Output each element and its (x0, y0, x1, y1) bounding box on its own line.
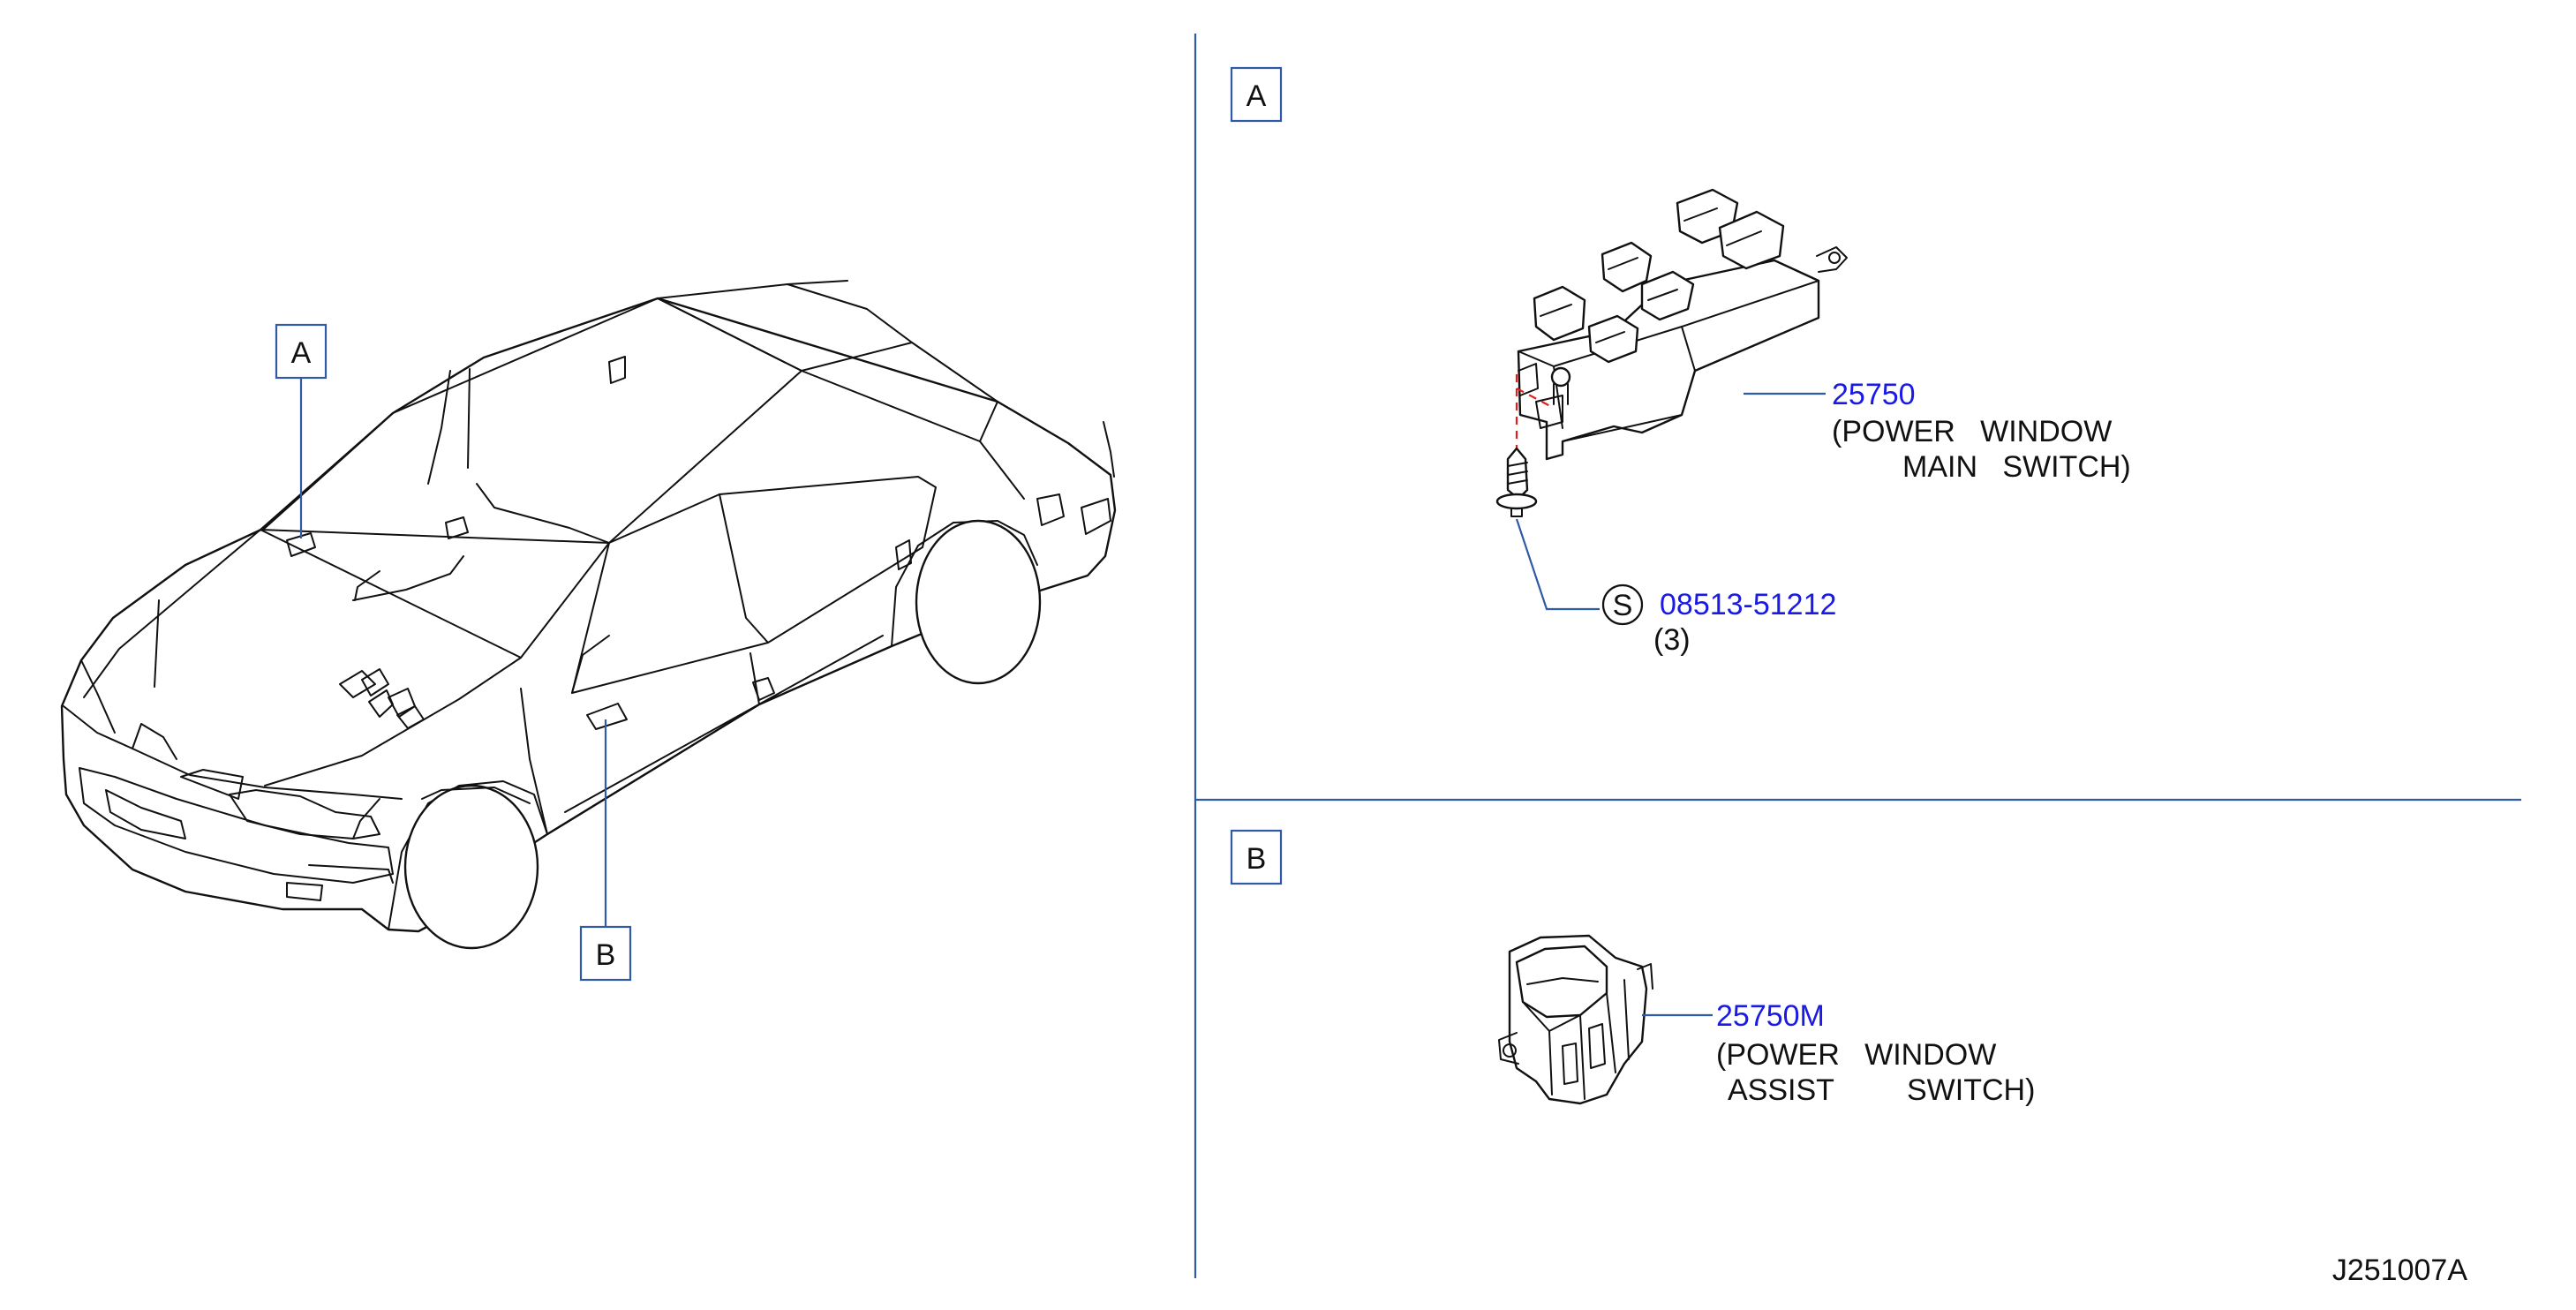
assist-switch-desc-line2-a: ASSIST (1728, 1073, 1834, 1107)
diagram-code: J251007A (2332, 1254, 2467, 1287)
panel-b-callout: B (1230, 829, 1283, 885)
panel-a-callout: A (1230, 66, 1283, 123)
car-callout-a: A (275, 323, 328, 538)
assist-switch-desc-line1: (POWER WINDOW (1716, 1038, 1996, 1072)
screw-alignment-dashes (1515, 374, 1551, 455)
car-callout-b-text: B (596, 938, 616, 972)
car-callout-b: B (579, 719, 632, 982)
panel-b-callout-text: B (1247, 842, 1267, 876)
screw-symbol: S (1601, 583, 1644, 626)
screw-leader (1515, 518, 1600, 611)
main-switch-desc-line1: (POWER WINDOW (1832, 415, 2112, 448)
screw-quantity: (3) (1653, 623, 1691, 657)
main-switch-desc-line2: MAIN SWITCH) (1902, 450, 2131, 484)
screw-part-number: 08513-51212 (1660, 588, 1836, 621)
screw-symbol-text: S (1613, 589, 1633, 622)
panel-a-callout-text: A (1247, 79, 1267, 113)
main-switch-drawing (1517, 188, 1848, 461)
main-switch-part-number: 25750 (1832, 378, 1916, 411)
car-callout-a-text: A (291, 336, 312, 370)
screw-drawing (1495, 447, 1538, 517)
assist-switch-drawing (1498, 934, 1653, 1105)
assist-switch-desc-line2-b: SWITCH) (1907, 1073, 2035, 1107)
assist-switch-part-number: 25750M (1716, 999, 1825, 1033)
car-illustration (60, 280, 1117, 950)
